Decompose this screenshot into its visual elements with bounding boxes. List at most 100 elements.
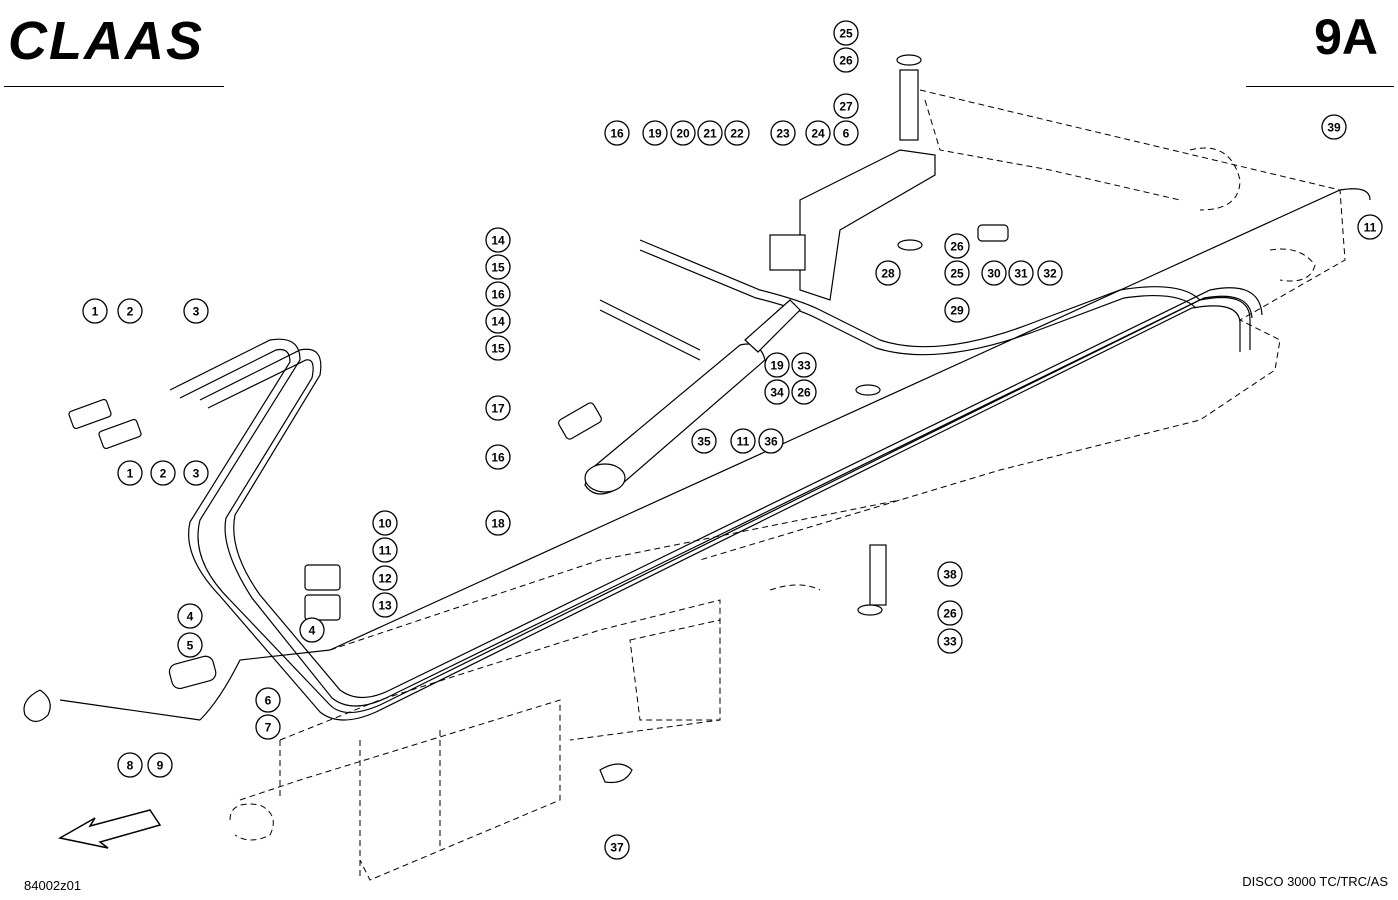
callout-label: 3 xyxy=(193,467,200,481)
callout-label: 23 xyxy=(776,127,790,141)
callout-label: 14 xyxy=(491,315,505,329)
page-code: 9A xyxy=(1314,9,1378,65)
callout-16: 16 xyxy=(485,444,511,470)
callout-label: 2 xyxy=(160,467,167,481)
callout-label: 14 xyxy=(491,234,505,248)
callout-label: 38 xyxy=(943,568,957,582)
callout-1: 1 xyxy=(117,460,143,486)
callout-label: 11 xyxy=(737,435,750,449)
callout-label: 4 xyxy=(187,610,194,624)
callout-label: 21 xyxy=(703,127,717,141)
callout-label: 18 xyxy=(491,517,505,531)
callout-21: 21 xyxy=(697,120,723,146)
callout-14: 14 xyxy=(485,308,511,334)
callout-label: 26 xyxy=(950,240,964,254)
callout-38: 38 xyxy=(937,561,963,587)
callout-12: 12 xyxy=(372,565,398,591)
callout-26: 26 xyxy=(944,233,970,259)
callout-label: 37 xyxy=(610,841,624,855)
callout-22: 22 xyxy=(724,120,750,146)
callout-label: 1 xyxy=(92,305,99,319)
callout-label: 9 xyxy=(157,759,164,773)
callout-26: 26 xyxy=(937,600,963,626)
callout-label: 15 xyxy=(491,261,505,275)
header-rule-right xyxy=(1246,86,1394,87)
callout-19: 19 xyxy=(764,352,790,378)
callout-18: 18 xyxy=(485,510,511,536)
callout-30: 30 xyxy=(981,260,1007,286)
callout-label: 5 xyxy=(187,639,194,653)
callout-label: 31 xyxy=(1014,267,1028,281)
callout-20: 20 xyxy=(670,120,696,146)
callout-label: 19 xyxy=(770,359,784,373)
callout-label: 33 xyxy=(943,635,957,649)
callout-28: 28 xyxy=(875,260,901,286)
hydraulic-hoses xyxy=(23,188,1371,723)
callout-33: 33 xyxy=(937,628,963,654)
callout-32: 32 xyxy=(1037,260,1063,286)
callout-29: 29 xyxy=(944,297,970,323)
callout-label: 17 xyxy=(491,402,505,416)
callout-label: 4 xyxy=(309,624,316,638)
callout-label: 10 xyxy=(378,517,392,531)
callout-label: 6 xyxy=(843,127,850,141)
callout-26: 26 xyxy=(791,379,817,405)
callout-34: 34 xyxy=(764,379,790,405)
header-rule-left xyxy=(4,86,224,87)
callout-label: 26 xyxy=(839,54,853,68)
callout-10: 10 xyxy=(372,510,398,536)
callout-label: 15 xyxy=(491,342,505,356)
callout-label: 35 xyxy=(697,435,711,449)
callout-2: 2 xyxy=(150,460,176,486)
callout-label: 26 xyxy=(797,386,811,400)
callout-label: 39 xyxy=(1327,121,1341,135)
callout-39: 39 xyxy=(1321,114,1347,140)
callout-1: 1 xyxy=(82,298,108,324)
callout-13: 13 xyxy=(372,592,398,618)
callout-19: 19 xyxy=(642,120,668,146)
callout-11: 11 xyxy=(1357,214,1383,240)
callout-7: 7 xyxy=(255,714,281,740)
callout-label: 16 xyxy=(491,451,505,465)
callout-label: 20 xyxy=(676,127,690,141)
callout-11: 11 xyxy=(730,428,756,454)
callout-31: 31 xyxy=(1008,260,1034,286)
callout-8: 8 xyxy=(117,752,143,778)
callout-label: 22 xyxy=(730,127,744,141)
drawing-id: 84002z01 xyxy=(24,878,82,893)
callout-9: 9 xyxy=(147,752,173,778)
callout-label: 7 xyxy=(265,721,272,735)
callout-label: 8 xyxy=(127,759,134,773)
callout-33: 33 xyxy=(791,352,817,378)
callout-label: 3 xyxy=(193,305,200,319)
callout-27: 27 xyxy=(833,93,859,119)
model-name: DISCO 3000 TC/TRC/AS xyxy=(1242,874,1388,889)
callout-2: 2 xyxy=(117,298,143,324)
callout-16: 16 xyxy=(485,281,511,307)
callout-label: 36 xyxy=(764,435,778,449)
callout-6: 6 xyxy=(255,687,281,713)
callout-label: 33 xyxy=(797,359,811,373)
callout-label: 11 xyxy=(1364,221,1377,235)
callout-3: 3 xyxy=(183,460,209,486)
callout-15: 15 xyxy=(485,335,511,361)
callout-26: 26 xyxy=(833,47,859,73)
machine-frame xyxy=(229,89,1346,881)
callout-label: 28 xyxy=(881,267,895,281)
callout-16: 16 xyxy=(604,120,630,146)
callout-5: 5 xyxy=(177,632,203,658)
callout-label: 29 xyxy=(950,304,964,318)
callout-label: 32 xyxy=(1043,267,1057,281)
callout-label: 13 xyxy=(378,599,392,613)
callout-17: 17 xyxy=(485,395,511,421)
callout-label: 25 xyxy=(950,267,964,281)
callout-4: 4 xyxy=(177,603,203,629)
callout-label: 34 xyxy=(770,386,784,400)
hydraulic-cylinder xyxy=(584,299,801,495)
callout-6: 6 xyxy=(833,120,859,146)
callout-36: 36 xyxy=(758,428,784,454)
callout-label: 26 xyxy=(943,607,957,621)
callout-label: 1 xyxy=(127,467,134,481)
callout-label: 25 xyxy=(839,27,853,41)
